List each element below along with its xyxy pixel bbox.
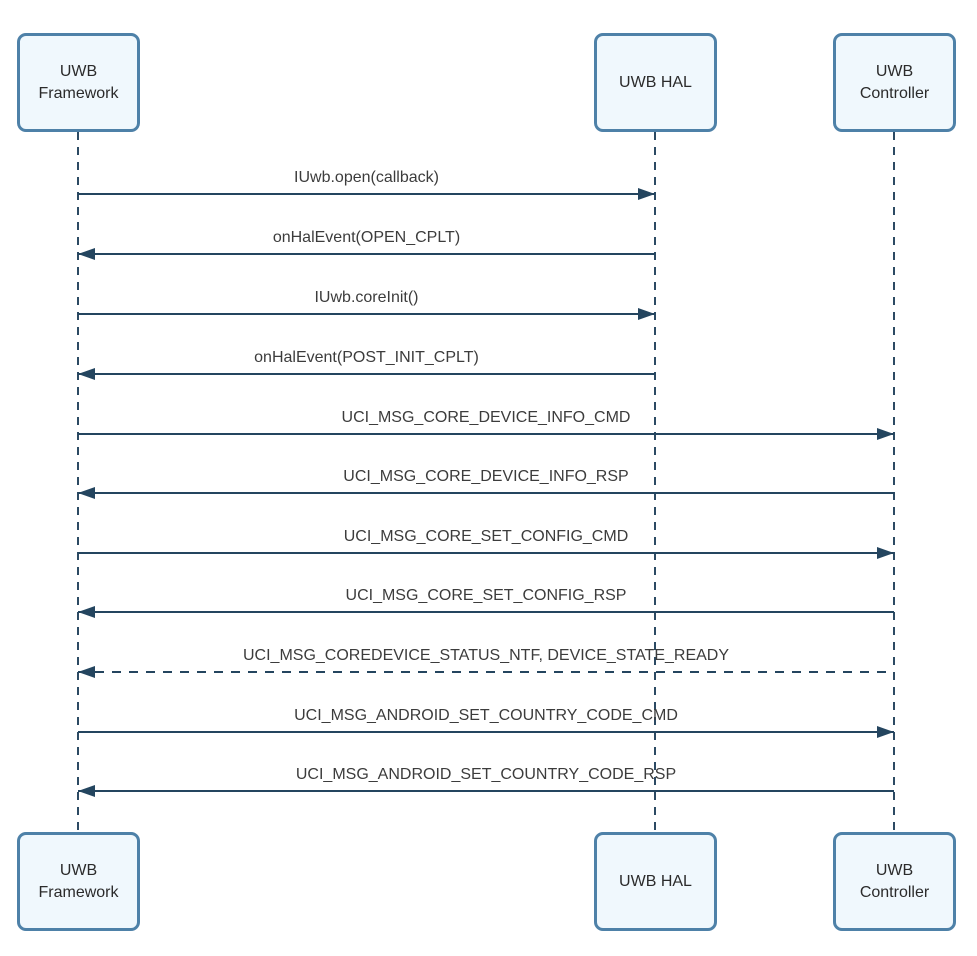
lifeline-uwb-hal <box>654 132 656 832</box>
arrowhead-left-icon <box>78 606 95 618</box>
message-onhalevent-post-init-cplt: onHalEvent(POST_INIT_CPLT) <box>78 347 655 380</box>
message-core-device-info-cmd: UCI_MSG_CORE_DEVICE_INFO_CMD <box>78 407 894 440</box>
message-label: UCI_MSG_ANDROID_SET_COUNTRY_CODE_RSP <box>295 766 677 783</box>
participant-uwb-framework-bottom: UWB Framework <box>17 832 140 931</box>
message-label: IUwb.coreInit() <box>314 289 419 306</box>
message-arrow-line <box>78 547 894 559</box>
message-arrow-line <box>78 606 894 618</box>
arrowhead-right-icon <box>877 428 894 440</box>
participant-uwb-hal-top: UWB HAL <box>594 33 717 132</box>
message-android-set-country-code-rsp: UCI_MSG_ANDROID_SET_COUNTRY_CODE_RSP <box>78 764 894 797</box>
arrowhead-right-icon <box>877 547 894 559</box>
arrowhead-left-icon <box>78 248 95 260</box>
participant-uwb-framework-top: UWB Framework <box>17 33 140 132</box>
message-label: UCI_MSG_CORE_SET_CONFIG_RSP <box>345 587 627 604</box>
arrowhead-right-icon <box>638 308 655 320</box>
message-arrow-line <box>78 248 655 260</box>
message-label: UCI_MSG_COREDEVICE_STATUS_NTF, DEVICE_ST… <box>242 647 730 664</box>
arrowhead-left-icon <box>78 785 95 797</box>
participant-uwb-hal-bottom: UWB HAL <box>594 832 717 931</box>
message-label: onHalEvent(OPEN_CPLT) <box>272 229 461 246</box>
message-arrow-line <box>78 487 894 499</box>
message-core-set-config-rsp: UCI_MSG_CORE_SET_CONFIG_RSP <box>78 585 894 618</box>
message-label: UCI_MSG_CORE_DEVICE_INFO_CMD <box>341 409 631 426</box>
participant-uwb-controller-top: UWB Controller <box>833 33 956 132</box>
arrowhead-left-icon <box>78 487 95 499</box>
message-label: onHalEvent(POST_INIT_CPLT) <box>254 349 479 366</box>
message-core-set-config-cmd: UCI_MSG_CORE_SET_CONFIG_CMD <box>78 526 894 559</box>
participant-label: UWB Framework <box>38 861 119 901</box>
message-arrow-line <box>78 785 894 797</box>
message-android-set-country-code-cmd: UCI_MSG_ANDROID_SET_COUNTRY_CODE_CMD <box>78 705 894 738</box>
lifeline-uwb-controller <box>893 132 895 832</box>
participant-label: UWB HAL <box>619 872 692 890</box>
message-arrow-line <box>78 308 655 320</box>
message-arrow-line <box>78 726 894 738</box>
message-iuwb-coreinit: IUwb.coreInit() <box>78 287 655 320</box>
lifeline-uwb-framework <box>77 132 79 832</box>
message-label: UCI_MSG_ANDROID_SET_COUNTRY_CODE_CMD <box>294 707 678 724</box>
message-core-device-info-rsp: UCI_MSG_CORE_DEVICE_INFO_RSP <box>78 466 894 499</box>
message-device-status-ntf: UCI_MSG_COREDEVICE_STATUS_NTF, DEVICE_ST… <box>78 645 894 678</box>
participant-label: UWB Controller <box>859 861 930 901</box>
arrowhead-left-icon <box>78 666 95 678</box>
message-label: UCI_MSG_CORE_SET_CONFIG_CMD <box>343 528 629 545</box>
message-arrow-line <box>78 188 655 200</box>
arrowhead-left-icon <box>78 368 95 380</box>
participant-label: UWB Framework <box>38 62 119 102</box>
arrowhead-right-icon <box>877 726 894 738</box>
arrowhead-right-icon <box>638 188 655 200</box>
message-label: IUwb.open(callback) <box>294 169 439 186</box>
message-onhalevent-open-cplt: onHalEvent(OPEN_CPLT) <box>78 227 655 260</box>
participant-uwb-controller-bottom: UWB Controller <box>833 832 956 931</box>
participant-label: UWB Controller <box>859 62 930 102</box>
message-arrow-line <box>78 428 894 440</box>
participant-label: UWB HAL <box>619 73 692 91</box>
message-arrow-line <box>78 368 655 380</box>
message-label: UCI_MSG_CORE_DEVICE_INFO_RSP <box>343 468 629 485</box>
message-arrow-line-dashed <box>78 666 894 678</box>
message-iuwb-open: IUwb.open(callback) <box>78 167 655 200</box>
